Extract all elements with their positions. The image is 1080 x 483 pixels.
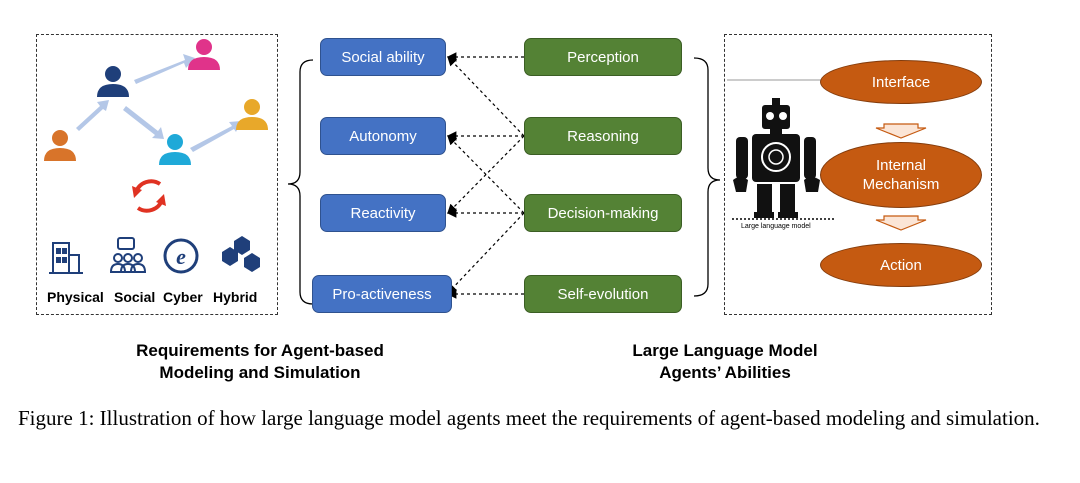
cycle-arrows-icon xyxy=(132,179,166,213)
social-group-icon xyxy=(109,237,147,273)
category-physical: Physical xyxy=(47,289,104,305)
person-icon-cyan xyxy=(159,134,191,165)
person-icon-orange xyxy=(44,130,76,161)
llm-action: Action xyxy=(820,243,982,287)
category-social: Social xyxy=(114,289,156,305)
abms-requirements-panel xyxy=(36,34,278,315)
person-icon-pink xyxy=(188,39,220,70)
person-icon-navy xyxy=(97,66,129,97)
ability-decision-making: Decision-making xyxy=(524,194,682,232)
llm-agent-panel xyxy=(724,34,992,315)
requirement-reactivity: Reactivity xyxy=(320,194,446,232)
ability-perception: Perception xyxy=(524,38,682,76)
building-icon xyxy=(49,242,83,274)
llm-internal-mechanism: Internal Mechanism xyxy=(820,142,982,208)
hybrid-hexagons-icon xyxy=(222,236,260,272)
left-section-title: Requirements for Agent-based Modeling an… xyxy=(136,341,384,382)
figure-caption: Figure 1: Illustration of how large lang… xyxy=(18,406,1040,430)
llm-interface: Interface xyxy=(820,60,982,104)
ability-reasoning: Reasoning xyxy=(524,117,682,155)
robot-caption: Large language model xyxy=(741,223,811,230)
requirement-social-ability: Social ability xyxy=(320,38,446,76)
abilities-brace xyxy=(693,57,721,297)
category-cyber: Cyber xyxy=(163,289,203,305)
requirement-autonomy: Autonomy xyxy=(320,117,446,155)
requirements-brace xyxy=(287,59,314,305)
category-hybrid: Hybrid xyxy=(213,289,258,305)
robot-icon xyxy=(733,98,820,218)
capability-connectors xyxy=(446,52,525,299)
social-network-links xyxy=(76,54,241,152)
person-icon-gold xyxy=(236,99,268,130)
browser-e-icon: e xyxy=(163,238,199,274)
flow-arrow-icon xyxy=(875,123,927,231)
requirement-pro-activeness: Pro-activeness xyxy=(312,275,452,313)
svg-text:e: e xyxy=(176,244,186,269)
ability-self-evolution: Self-evolution xyxy=(524,275,682,313)
right-section-title: Large Language Model Agents’ Abilities xyxy=(632,341,818,382)
